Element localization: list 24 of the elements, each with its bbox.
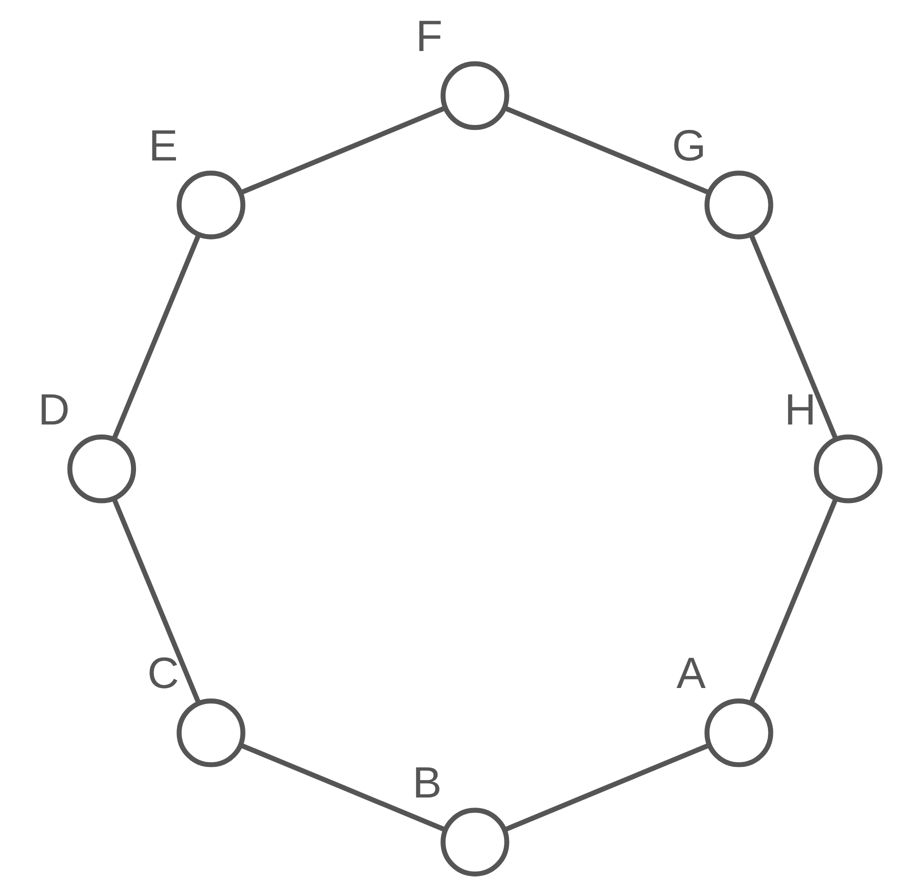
node-circle [440, 61, 510, 130]
connector [504, 742, 710, 832]
node-label: B [412, 758, 442, 808]
node-circle [704, 170, 774, 240]
node-label: H [784, 385, 816, 434]
node-circle [176, 170, 246, 240]
connector [504, 106, 710, 195]
node-label: E [148, 121, 178, 170]
connector [748, 234, 838, 440]
connector [240, 106, 446, 195]
node-label: C [147, 649, 180, 698]
node-label: G [672, 121, 706, 170]
node-circle [440, 808, 510, 876]
node-circle [704, 698, 774, 768]
node-label: A [676, 649, 706, 698]
node-circle [176, 698, 246, 768]
connector [749, 498, 838, 704]
connector [112, 498, 201, 704]
connector [240, 742, 446, 832]
node-label: F [416, 12, 443, 62]
connector [112, 234, 201, 440]
node-circle [67, 434, 136, 504]
node-circle [814, 434, 883, 504]
node-label: D [38, 385, 70, 434]
